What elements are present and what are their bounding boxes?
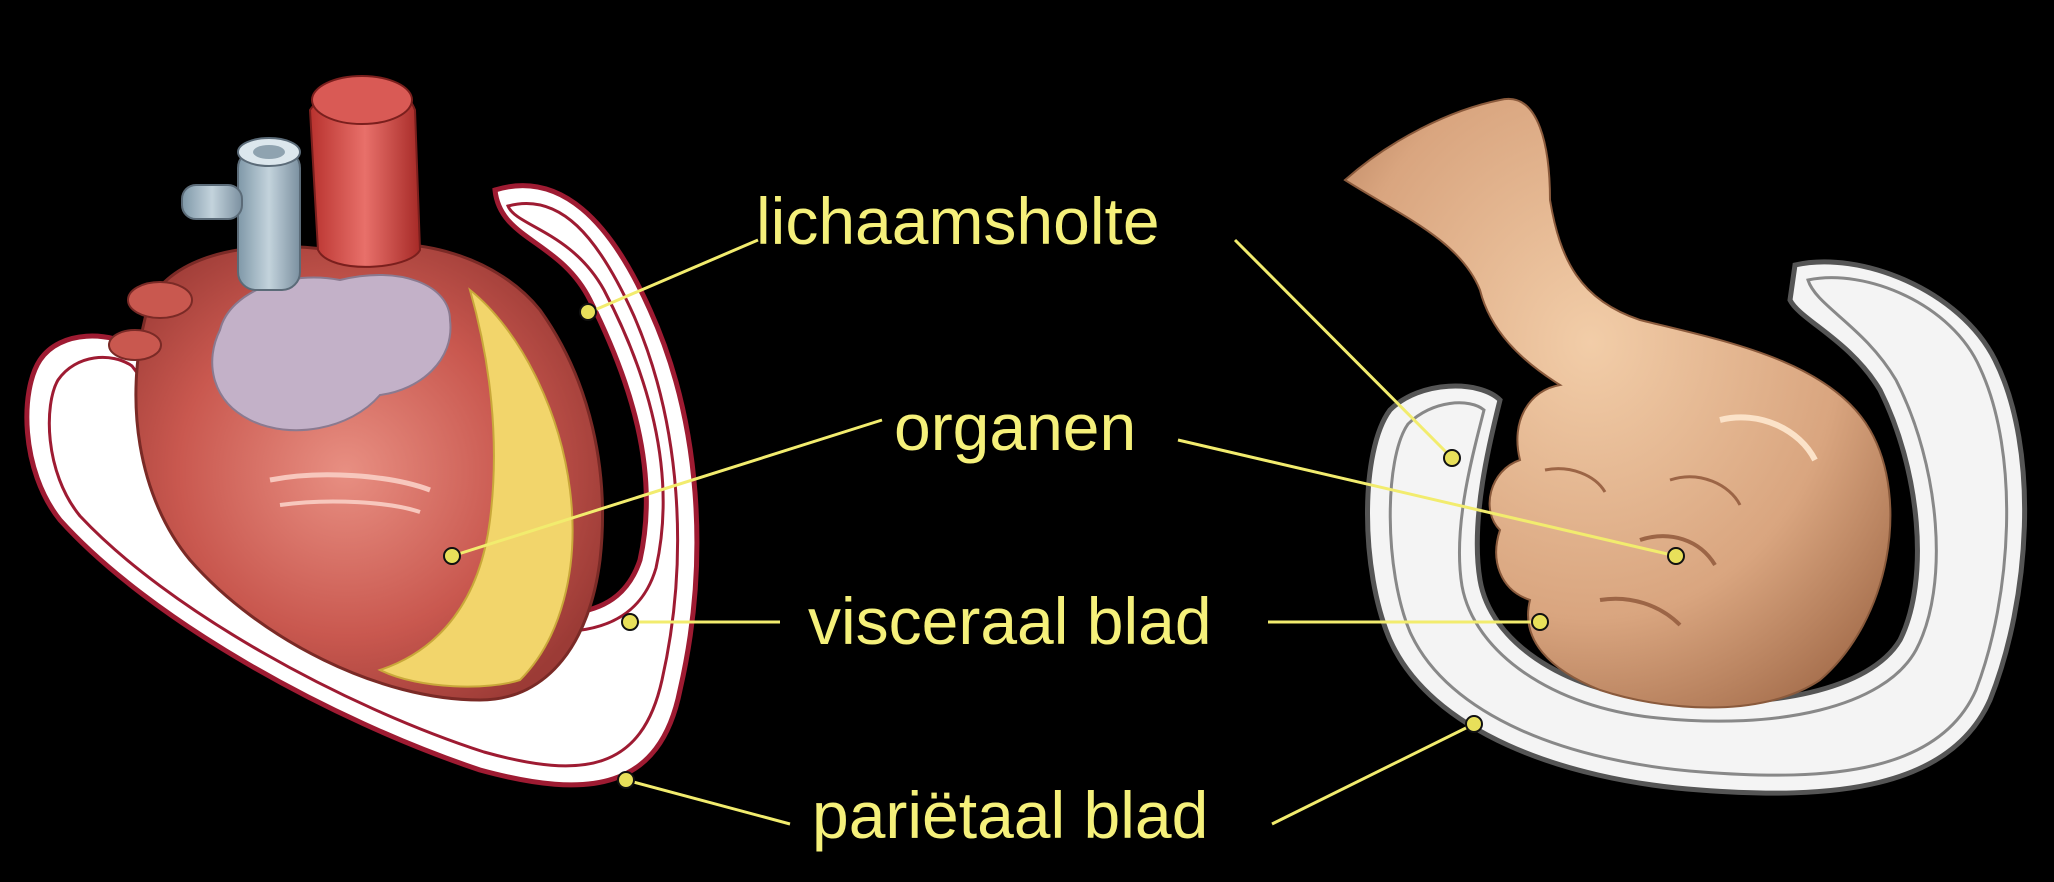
left-auricle [211, 273, 452, 432]
dot-cavity-right [1443, 449, 1461, 467]
pericardium-inner-line [47, 201, 680, 768]
dot-visceral-right [1531, 613, 1549, 631]
leader-organs-left [451, 418, 883, 558]
leader-parietal-left [625, 778, 791, 826]
label-organs: organen [894, 390, 1137, 464]
leader-parietal-right [1271, 722, 1475, 826]
label-parietal-layer: pariëtaal blad [812, 778, 1209, 852]
dot-parietal-left [617, 771, 635, 789]
dot-organs-left [443, 547, 461, 565]
balloon-inner-line [1388, 276, 2009, 777]
label-body-cavity: lichaamsholte [756, 184, 1160, 258]
dot-parietal-right [1465, 715, 1483, 733]
dot-visceral-left [621, 613, 639, 631]
label-visceral-layer: visceraal blad [808, 584, 1212, 658]
dot-cavity-left [579, 303, 597, 321]
leader-cavity-right [1233, 238, 1454, 460]
epicardial-fat [377, 287, 574, 688]
leader-organs-right [1177, 438, 1677, 558]
leader-cavity-left [589, 238, 759, 314]
balloon-outer [1365, 259, 2028, 796]
fist-balloon-illustration [1343, 97, 2028, 796]
dot-organs-right [1667, 547, 1685, 565]
fist [1343, 97, 1892, 709]
pulmonary-vein [237, 149, 301, 291]
leader-dots [443, 303, 1685, 789]
leader-lines [451, 238, 1677, 826]
heart-pericardium-illustration [24, 75, 700, 788]
